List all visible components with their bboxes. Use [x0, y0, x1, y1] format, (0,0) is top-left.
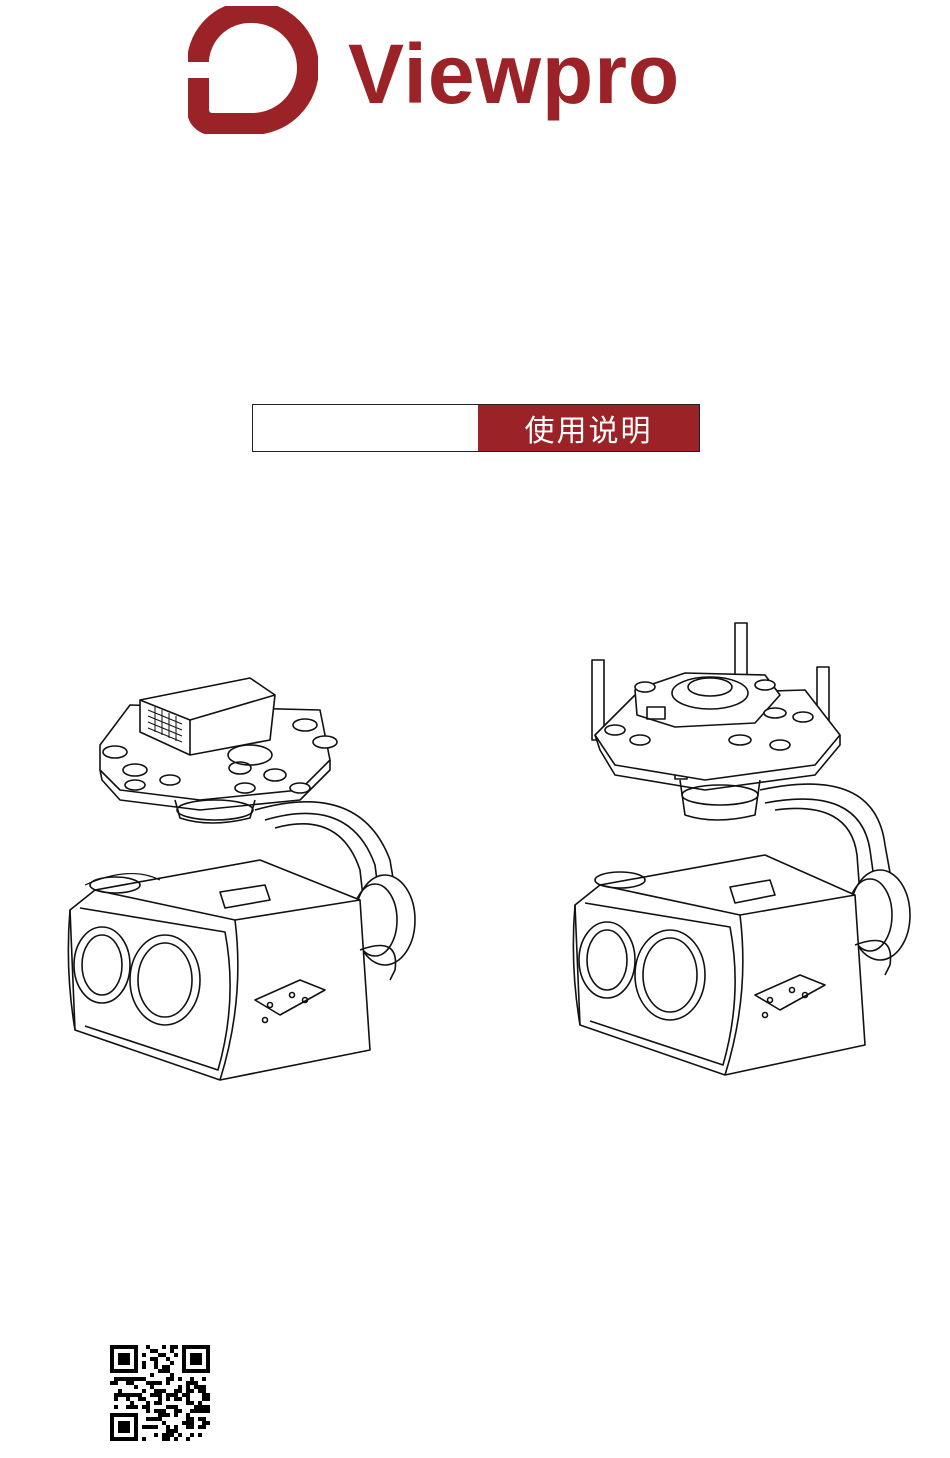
manual-title-bar: 使用说明 — [252, 404, 700, 452]
manual-label: 使用说明 — [478, 405, 699, 451]
gimbal-camera-with-control-box — [60, 670, 420, 1100]
product-name-field — [253, 405, 478, 451]
gimbal-camera-with-damping-posts — [565, 615, 925, 1095]
gimbal-camera-icon — [565, 615, 925, 1095]
qr-code-icon — [110, 1345, 210, 1441]
brand-logo: Viewpro — [188, 6, 728, 134]
brand-wordmark: Viewpro — [348, 24, 680, 124]
gimbal-camera-icon — [60, 670, 420, 1100]
viewpro-p-logo-icon — [188, 6, 318, 134]
